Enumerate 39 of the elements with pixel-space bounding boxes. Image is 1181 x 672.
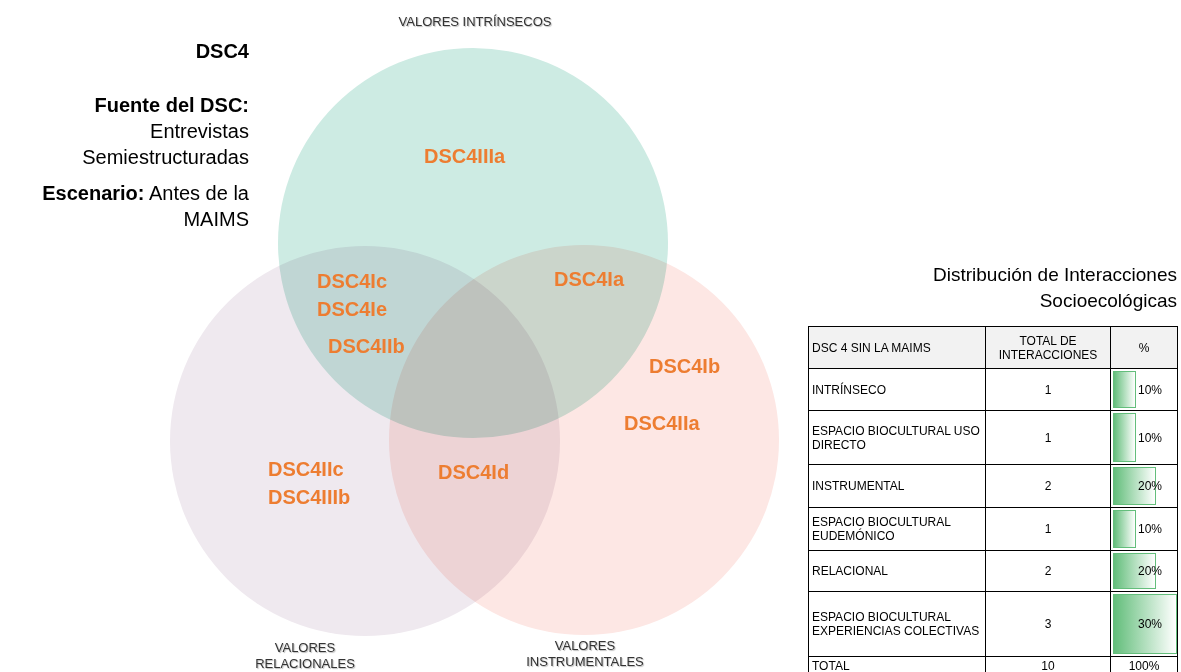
header-cell: TOTAL DE INTERACCIONES — [985, 326, 1111, 369]
table-title: Distribución de Interacciones Socioecológicas — [932, 263, 1177, 313]
value-cell: 2 — [985, 464, 1111, 508]
region-code: DSC4Ia — [554, 268, 625, 291]
source-note: Fuente del DSC: Entrevistas Semiestructuradas — [81, 93, 249, 170]
percent-value: 20% — [1138, 479, 1162, 493]
region-code: DSC4IIa — [624, 412, 700, 435]
header-cell: DSC 4 SIN LA MAIMS — [808, 326, 986, 369]
value-cell: 1 — [985, 507, 1111, 551]
header-cell: % — [1110, 326, 1178, 369]
category-cell: TOTAL — [808, 656, 986, 672]
percent-value: 30% — [1138, 617, 1162, 631]
circle-title: VALORES INSTRUMENTALES — [525, 638, 645, 670]
circle-title: VALORES INTRÍNSECOS — [397, 14, 553, 30]
percent-value: 10% — [1138, 430, 1162, 445]
region-code: DSC4IIc — [268, 458, 344, 481]
category-cell: INSTRUMENTAL — [808, 464, 986, 508]
value-cell: 3 — [985, 591, 1111, 657]
category-cell: ESPACIO BIOCULTURAL EXPERIENCIAS COLECTIVAS — [808, 591, 986, 657]
region-code: DSC4IIb — [328, 335, 405, 358]
region-code: DSC4Ie — [317, 298, 388, 321]
percent-value: 10% — [1138, 522, 1162, 536]
category-cell: ESPACIO BIOCULTURAL EUDEMÓNICO — [808, 507, 986, 551]
category-cell: RELACIONAL — [808, 550, 986, 592]
value-cell: 2 — [985, 550, 1111, 592]
category-cell: INTRÍNSECO — [808, 368, 986, 411]
heading: DSC4 — [195, 39, 249, 64]
scenario-note: Escenario: Antes de la MAIMS — [41, 181, 249, 232]
region-code: DSC4IIIa — [424, 145, 506, 168]
category-cell: ESPACIO BIOCULTURAL USO DIRECTO — [808, 410, 986, 465]
region-code: DSC4Ic — [317, 270, 388, 293]
value-cell: 1 — [985, 410, 1111, 465]
value-cell: 1 — [985, 368, 1111, 411]
percent-value: 10% — [1138, 382, 1162, 397]
percent-value: 20% — [1138, 564, 1162, 578]
region-code: DSC4Id — [438, 461, 510, 484]
circle-title: VALORES RELACIONALES — [254, 640, 356, 672]
region-code: DSC4IIIb — [268, 486, 351, 509]
region-code: DSC4Ib — [649, 355, 721, 378]
